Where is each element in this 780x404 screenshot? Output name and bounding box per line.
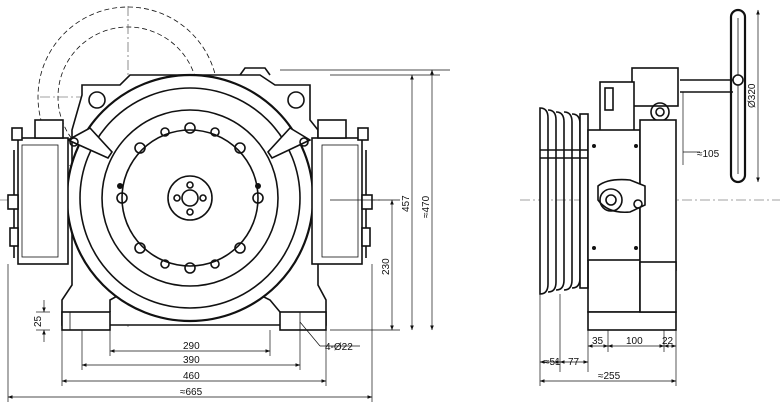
- shaft-bore: [181, 189, 199, 207]
- frame-bolts: [592, 144, 638, 250]
- motor-disc-outer: [65, 73, 315, 323]
- motor-frame-side: [639, 119, 677, 271]
- dim-665: ≈665: [180, 387, 203, 398]
- side-view: ≈105 Ø320 ≈51 77 35 100 22 ≈255: [520, 8, 780, 386]
- brake-unit-left: [7, 119, 69, 265]
- gearbox-top: [631, 67, 679, 107]
- dim-25: 25: [33, 315, 44, 327]
- handwheel-hub: [732, 74, 744, 86]
- marker-dot-left: [117, 183, 123, 189]
- shaft-flange: [167, 175, 213, 221]
- side-base: [587, 311, 677, 331]
- brake-unit-right: [311, 119, 373, 265]
- bolt-holes: [116, 122, 264, 274]
- dim-390: 390: [183, 355, 200, 366]
- shaft-end-side: [599, 188, 623, 212]
- brake-pin-left: [69, 137, 79, 147]
- dim-290: 290: [183, 341, 200, 352]
- dim-holes: 4-Ø22: [325, 342, 353, 353]
- dim-77: 77: [568, 357, 580, 368]
- top-bracket: [239, 67, 271, 76]
- dim-105: ≈105: [697, 149, 720, 160]
- brake-pin-right: [299, 137, 309, 147]
- dim-22: 22: [662, 336, 674, 347]
- dim-470: ≈470: [421, 195, 432, 218]
- dim-457: 457: [401, 195, 412, 212]
- foot-left: [61, 311, 111, 331]
- brake-arm-left: [66, 126, 114, 160]
- foot-right: [279, 311, 327, 331]
- lug-top-left: [88, 91, 106, 109]
- marker-dot-right: [255, 183, 261, 189]
- motor-hub-ring: [121, 129, 259, 267]
- dim-35: 35: [592, 336, 604, 347]
- dim-320: Ø320: [747, 83, 758, 108]
- motor-disc-ring: [79, 87, 301, 309]
- dim-255: ≈255: [598, 371, 621, 382]
- dim-100: 100: [626, 336, 643, 347]
- dim-460: 460: [183, 371, 200, 382]
- sheave-grooves: [539, 107, 589, 295]
- dim-230: 230: [381, 258, 392, 275]
- lug-top-right: [287, 91, 305, 109]
- front-view: 25 230 457 ≈470 290 390 460 ≈665 4-Ø22: [0, 6, 450, 402]
- motor-disc-inner: [101, 109, 279, 287]
- brake-arm-right: [266, 126, 312, 160]
- dim-51: ≈51: [544, 357, 561, 368]
